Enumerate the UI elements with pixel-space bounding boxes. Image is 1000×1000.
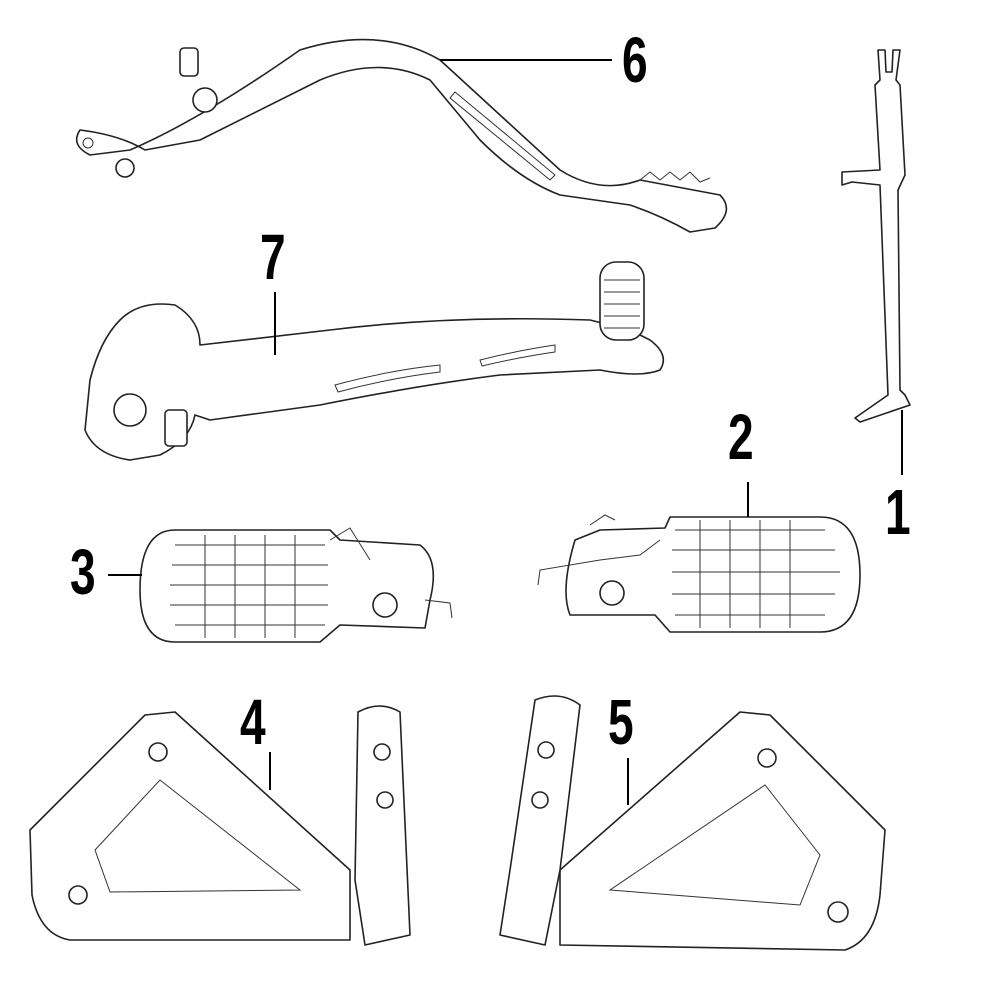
part-1-kickstand xyxy=(841,49,911,423)
callout-3: 3 xyxy=(70,536,96,608)
part-3-footpeg-left xyxy=(139,527,453,643)
part-4-bracket-left xyxy=(29,705,411,946)
callout-1: 1 xyxy=(885,476,911,548)
callout-4: 4 xyxy=(240,686,266,758)
part-5-bracket-right xyxy=(499,695,886,951)
part-6-brake-pedal xyxy=(75,38,728,233)
part-7-shift-lever xyxy=(84,261,665,461)
callout-7: 7 xyxy=(260,221,286,293)
part-2-footpeg-right xyxy=(537,514,861,633)
callout-2: 2 xyxy=(728,401,754,473)
callout-5: 5 xyxy=(608,686,634,758)
callout-6: 6 xyxy=(622,24,648,96)
